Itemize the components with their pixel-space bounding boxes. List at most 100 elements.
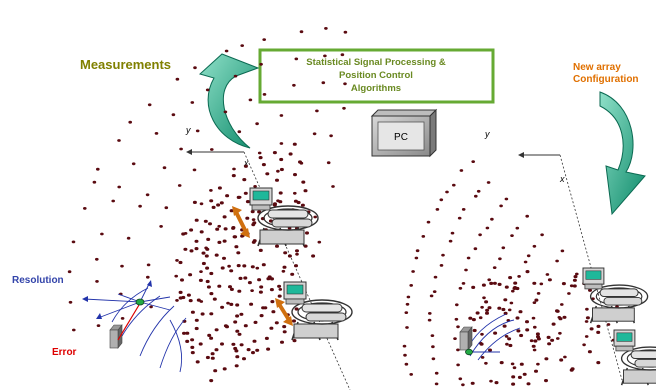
sample-point xyxy=(287,254,292,258)
sample-point xyxy=(523,260,528,264)
sample-point xyxy=(128,120,132,124)
sample-point xyxy=(205,279,210,284)
sample-point xyxy=(212,297,217,301)
sample-point xyxy=(585,307,589,311)
sample-point xyxy=(294,57,299,61)
sample-point xyxy=(229,209,234,213)
sample-point xyxy=(315,109,319,113)
sample-point xyxy=(217,186,222,190)
sample-point xyxy=(278,200,283,204)
sample-point xyxy=(480,356,485,359)
sample-point xyxy=(525,328,530,332)
sample-point xyxy=(236,195,241,199)
sample-point xyxy=(519,362,524,366)
sample-point xyxy=(238,276,243,280)
sample-point xyxy=(264,336,269,340)
sample-point xyxy=(439,264,444,267)
sample-point xyxy=(448,239,453,243)
sample-point xyxy=(487,306,492,310)
sample-point xyxy=(204,254,209,258)
sample-point xyxy=(536,362,540,366)
sample-point xyxy=(295,249,299,253)
sample-point xyxy=(162,166,167,170)
sample-point xyxy=(259,285,264,289)
sample-point xyxy=(231,174,236,178)
sample-point xyxy=(489,281,494,285)
estimate-marker xyxy=(135,298,145,306)
sample-point xyxy=(240,44,244,47)
sample-point xyxy=(201,251,206,255)
sample-point xyxy=(493,331,498,335)
sample-point xyxy=(485,311,489,315)
sample-point xyxy=(532,281,537,285)
sample-point xyxy=(239,312,244,316)
sample-point xyxy=(430,334,435,337)
sample-point xyxy=(251,218,256,222)
sample-point xyxy=(585,316,590,320)
antenna-array-icon xyxy=(582,267,649,324)
sample-point xyxy=(243,164,248,168)
sample-point xyxy=(266,347,271,351)
sample-point xyxy=(234,245,239,249)
sample-point xyxy=(159,225,163,228)
sample-point xyxy=(253,320,258,324)
sample-point xyxy=(296,200,301,205)
sample-point xyxy=(203,219,208,223)
sample-point xyxy=(229,302,234,306)
sensor-node-icon xyxy=(459,326,473,351)
sample-point xyxy=(236,251,241,255)
sample-point xyxy=(95,280,99,283)
sample-point xyxy=(186,293,191,297)
sample-point xyxy=(145,193,150,197)
sample-point xyxy=(117,139,121,142)
sample-point xyxy=(194,239,199,243)
sample-point xyxy=(470,381,475,385)
sample-point xyxy=(198,342,203,346)
sample-point xyxy=(175,299,179,302)
sample-point xyxy=(200,312,205,316)
axis-x-left: x xyxy=(243,158,249,168)
sample-point xyxy=(147,103,152,107)
sample-point xyxy=(282,330,287,334)
sample-point xyxy=(596,361,601,365)
sample-point xyxy=(287,226,292,230)
sample-point xyxy=(194,326,199,331)
sample-point xyxy=(504,285,509,289)
sample-point xyxy=(269,326,274,330)
sample-point xyxy=(175,259,179,262)
sample-point xyxy=(464,268,468,272)
sample-point xyxy=(229,269,234,273)
sample-point xyxy=(468,316,473,320)
sample-point xyxy=(457,216,462,220)
sample-point xyxy=(188,299,193,303)
sample-point xyxy=(497,282,502,286)
sample-point xyxy=(290,272,295,276)
sample-point xyxy=(217,284,222,288)
sample-point xyxy=(560,249,565,253)
sample-point xyxy=(584,320,589,323)
sample-point xyxy=(343,82,347,86)
sample-point xyxy=(567,292,571,295)
sample-point xyxy=(490,217,494,221)
sample-point xyxy=(243,191,248,195)
sample-point xyxy=(217,224,221,228)
sample-point xyxy=(222,367,227,371)
sample-point xyxy=(224,49,229,53)
sample-point xyxy=(190,345,195,349)
sample-point xyxy=(228,285,232,289)
sample-point xyxy=(222,239,227,243)
sample-point xyxy=(441,253,445,257)
sample-point xyxy=(519,333,524,338)
sample-point xyxy=(206,237,211,241)
algorithm-line-3: Algorithms xyxy=(351,83,401,94)
sample-point xyxy=(253,185,257,188)
sample-point xyxy=(277,294,282,298)
sample-point xyxy=(179,147,183,151)
sample-point xyxy=(262,38,267,41)
sample-point xyxy=(511,289,515,293)
sample-point xyxy=(96,324,101,327)
right-axes xyxy=(518,152,623,381)
sample-point xyxy=(517,275,521,278)
algorithm-line-1: Statistical Signal Processing & xyxy=(306,57,446,68)
sample-point xyxy=(321,81,326,85)
